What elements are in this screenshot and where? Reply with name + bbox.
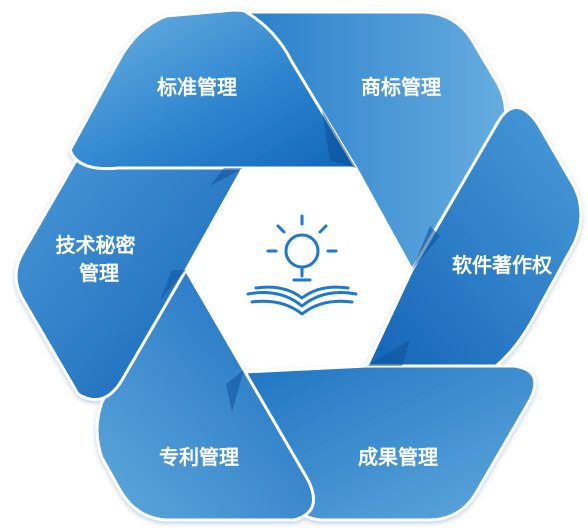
fold-shadow: [226, 370, 244, 412]
segment-label-trademark: 商标管理: [361, 75, 441, 99]
fold-shadow: [412, 226, 440, 270]
fold-shadow: [210, 168, 243, 186]
segment-label-tech-secret: 技术秘密 管理: [56, 233, 143, 285]
segment-software: [364, 106, 583, 368]
fold-shadow: [322, 110, 356, 168]
fold-shadow: [160, 270, 186, 300]
fold-shadow: [367, 340, 410, 366]
segment-label-standard: 标准管理: [157, 75, 237, 99]
segment-label-results: 成果管理: [358, 445, 438, 469]
lightbulb-book-icon: [246, 214, 358, 316]
segment-label-software: 软件著作权: [452, 253, 553, 277]
segment-label-patent: 专利管理: [159, 445, 239, 469]
